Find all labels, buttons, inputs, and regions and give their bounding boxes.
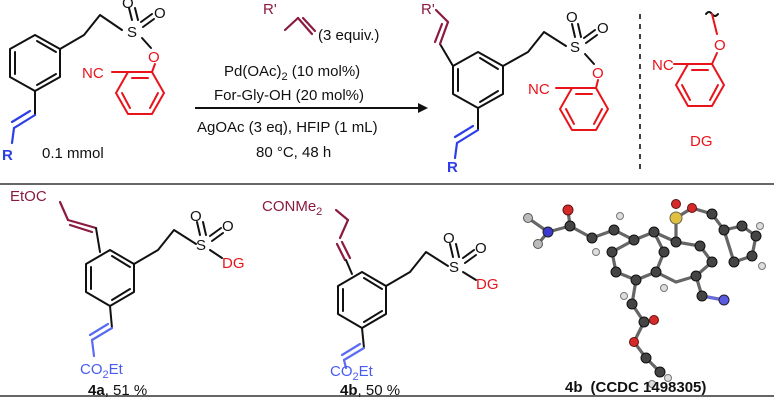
sm-r-group: R bbox=[2, 147, 13, 164]
svg-text:S: S bbox=[196, 237, 206, 254]
oxygen-atom-icon bbox=[562, 204, 574, 216]
crystal-structure-caption: 4b(CCDC 1498305) bbox=[565, 379, 706, 396]
svg-text:S: S bbox=[570, 39, 580, 56]
product-4b-amide-top: CONMe2 bbox=[262, 198, 322, 218]
svg-text:O: O bbox=[154, 5, 166, 22]
dg-nitrile-label: NC bbox=[652, 57, 674, 74]
dg-label: DG bbox=[690, 133, 713, 150]
product-4a-dg: DG bbox=[222, 255, 245, 272]
additive-label: AgOAc (3 eq), HFIP (1 mL) bbox=[197, 119, 378, 136]
svg-text:O: O bbox=[475, 240, 487, 257]
product-4a-ester-bottom: CO2Et bbox=[80, 361, 124, 381]
temperature-time-label: 80 °C, 48 h bbox=[256, 144, 331, 161]
svg-text:O: O bbox=[566, 9, 578, 26]
sm-amount: 0.1 mmol bbox=[42, 145, 104, 162]
svg-text:O: O bbox=[597, 20, 609, 37]
reagent-r-prime: R' bbox=[263, 1, 277, 18]
product-4b-label: 4b, 50 % bbox=[340, 382, 400, 399]
sm-sulfur-atom: S bbox=[127, 24, 137, 41]
arrow-head bbox=[418, 103, 428, 113]
sm-nitrile-label: NC bbox=[82, 65, 104, 82]
product-benzene-ring bbox=[452, 51, 504, 109]
reagent-alkene bbox=[283, 16, 300, 32]
svg-text:O: O bbox=[122, 0, 134, 12]
starting-material: S O O O NC R 0.1 mmol bbox=[2, 0, 166, 164]
product-4b-dg: DG bbox=[476, 276, 499, 293]
svg-text:O: O bbox=[443, 230, 455, 247]
sulfur-atom-icon bbox=[669, 211, 683, 225]
directing-group-definition: O NC DG bbox=[652, 11, 726, 150]
svg-text:O: O bbox=[222, 218, 234, 235]
reaction-conditions: R' (3 equiv.) Pd(OAc)2 (10 mol%) For-Gly… bbox=[195, 1, 428, 161]
ligand-label: For-Gly-OH (20 mol%) bbox=[214, 87, 364, 104]
sm-vinyl-bond bbox=[12, 113, 37, 130]
sm-benzene-ring bbox=[9, 34, 61, 92]
product-r-group: R bbox=[447, 159, 458, 176]
product-4a-benzene-ring bbox=[85, 249, 135, 307]
product-4b: CONMe2 S O O DG CO2Et 4b, 50 % bbox=[262, 198, 499, 399]
reagent-equivalents: (3 equiv.) bbox=[318, 27, 379, 44]
svg-text:O: O bbox=[714, 37, 726, 54]
product-r-prime: R' bbox=[421, 1, 435, 18]
product-4b-benzene-ring bbox=[337, 271, 387, 329]
scheme-product: R' S O O O NC R bbox=[421, 1, 609, 176]
sm-ethyl-chain bbox=[59, 14, 123, 50]
nitrogen-atom-icon bbox=[542, 226, 554, 238]
product-4b-ester-bottom: CO2Et bbox=[330, 363, 374, 383]
sm-ester-oxygen: O bbox=[148, 49, 160, 66]
svg-text:O: O bbox=[592, 65, 604, 82]
svg-text:S: S bbox=[449, 259, 459, 276]
product-4a: EtOC S O O DG CO2Et 4a, 51 % bbox=[10, 188, 245, 399]
product-nitrile-label: NC bbox=[528, 81, 550, 98]
product-4a-label: 4a, 51 % bbox=[88, 382, 147, 399]
svg-text:O: O bbox=[190, 208, 202, 225]
catalyst-label: Pd(OAc)2 (10 mol%) bbox=[224, 63, 360, 83]
crystal-structure-image: 4b(CCDC 1498305) bbox=[523, 199, 766, 396]
product-4a-ester-top: EtOC bbox=[10, 188, 47, 205]
